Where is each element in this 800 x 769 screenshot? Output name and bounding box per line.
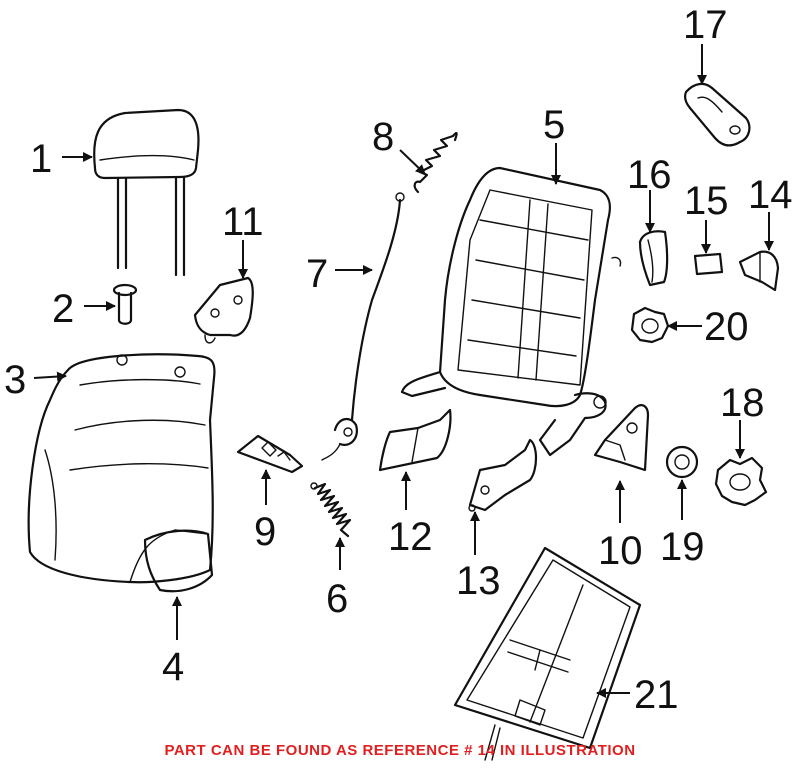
part-knob-cap bbox=[738, 250, 780, 292]
callout-14: 14 bbox=[748, 173, 793, 217]
callout-9: 9 bbox=[254, 510, 276, 554]
part-guide-sleeve bbox=[112, 283, 138, 325]
part-adjuster-knob bbox=[714, 456, 768, 507]
callout-4: 4 bbox=[162, 645, 184, 689]
part-release-handle bbox=[683, 82, 751, 147]
callout-8: 8 bbox=[372, 115, 394, 159]
part-side-bracket-right bbox=[593, 404, 650, 472]
callout-10: 10 bbox=[598, 529, 643, 573]
part-backrest-cover bbox=[27, 353, 216, 584]
part-block bbox=[693, 252, 724, 276]
part-hinge-bracket bbox=[468, 438, 538, 512]
part-backrest-frame bbox=[400, 166, 622, 457]
callout-15: 15 bbox=[684, 179, 729, 223]
callout-17: 17 bbox=[683, 3, 728, 47]
part-washer bbox=[665, 445, 699, 479]
callout-18: 18 bbox=[720, 381, 765, 425]
part-mount-bracket bbox=[193, 276, 254, 344]
callout-3: 3 bbox=[4, 358, 26, 402]
part-gear bbox=[630, 306, 670, 344]
part-back-panel bbox=[143, 529, 214, 593]
callout-13: 13 bbox=[456, 559, 501, 603]
part-cable bbox=[321, 192, 405, 461]
callout-16: 16 bbox=[627, 153, 672, 197]
part-heating-mat bbox=[453, 546, 642, 761]
part-headrest bbox=[93, 108, 200, 277]
callout-12: 12 bbox=[388, 515, 433, 559]
callout-7: 7 bbox=[306, 252, 328, 296]
callout-21: 21 bbox=[634, 673, 679, 717]
callout-1: 1 bbox=[30, 137, 52, 181]
part-trim-clip bbox=[236, 434, 304, 474]
part-side-cover bbox=[638, 230, 669, 287]
callout-6: 6 bbox=[326, 577, 348, 621]
callout-19: 19 bbox=[660, 525, 705, 569]
callout-numbers: 1 2 3 4 5 6 7 8 9 10 11 12 13 14 15 16 1… bbox=[4, 3, 793, 717]
part-spring-upper bbox=[413, 131, 458, 194]
leader-lines bbox=[33, 44, 774, 698]
part-trim-panel bbox=[378, 408, 452, 472]
callout-5: 5 bbox=[543, 103, 565, 147]
callout-20: 20 bbox=[704, 305, 749, 349]
part-spring-lower bbox=[310, 482, 352, 538]
callout-2: 2 bbox=[52, 287, 74, 331]
callout-11: 11 bbox=[222, 200, 264, 244]
reference-note: PART CAN BE FOUND AS REFERENCE # 14 IN I… bbox=[164, 742, 636, 759]
